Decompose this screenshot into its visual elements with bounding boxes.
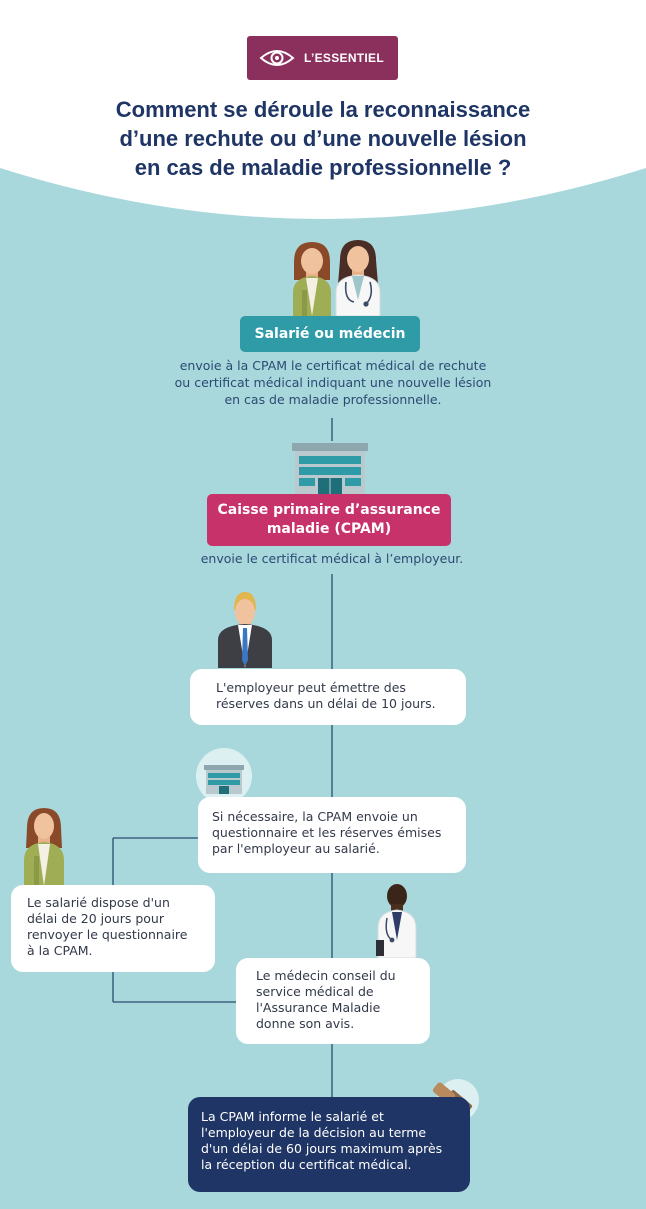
employee-doctor-illustration [293,240,381,317]
card-line: renvoyer le questionnaire [27,927,188,942]
desc-line: ou certificat médical indiquant une nouv… [174,375,492,390]
step-questionnaire-card: Si nécessaire, la CPAM envoie un questio… [198,797,466,873]
step-medical-advisor-card: Le médecin conseil du service médical de… [236,958,430,1044]
card-line: La CPAM informe le salarié et [201,1109,384,1124]
cpam-building-small-icon [196,748,252,804]
header-dome [0,0,646,219]
employee-woman-icon [293,242,331,316]
card-line: Si nécessaire, la CPAM envoie un [212,809,418,824]
title-line: d’une rechute ou d’une nouvelle lésion [119,126,527,151]
eye-icon [259,50,295,66]
desc-line: en cas de maladie professionnelle. [224,392,442,407]
card-line: à la CPAM. [27,943,93,958]
step-employee-or-doctor-description: envoie à la CPAM le certificat médical d… [110,357,556,408]
step-decision-card: La CPAM informe le salarié et l'employeu… [188,1097,470,1192]
cpam-building-icon [292,443,368,494]
doctor-woman-icon [335,240,381,317]
card-line: Le médecin conseil du [256,968,396,983]
card-line: questionnaire et les réserves émises [212,825,442,840]
employer-man-icon [218,592,272,668]
desc-line: envoie à la CPAM le certificat médical d… [179,358,487,373]
step-cpam-label: Caisse primaire d’assurance maladie (CPA… [207,494,451,546]
card-line: Le salarié dispose d'un [27,895,170,910]
step-employee-or-doctor-label: Salarié ou médecin [240,316,420,352]
step-employer-card: L'employeur peut émettre des réserves da… [190,669,466,725]
card-line: l'Assurance Maladie [256,1000,381,1015]
card-line: délai de 20 jours pour [27,911,164,926]
card-line: donne son avis. [256,1016,355,1031]
card-line: l'employeur de la décision au terme [201,1125,427,1140]
step-employee-delay-card: Le salarié dispose d'un délai de 20 jour… [11,885,215,972]
essentiel-badge: L’ESSENTIEL [247,36,398,80]
card-line: la réception du certificat médical. [201,1157,412,1172]
card-line: réserves dans un délai de 10 jours. [216,696,436,711]
employee-woman-left-icon [24,808,64,886]
title-line: en cas de maladie professionnelle ? [134,155,512,180]
doctor-man-icon [376,884,417,959]
card-line: d'un délai de 60 jours maximum après [201,1141,443,1156]
page-title: Comment se déroule la reconnaissance d’u… [70,95,576,182]
card-line: L'employeur peut émettre des [216,680,406,695]
title-line: Comment se déroule la reconnaissance [115,97,531,122]
card-line: service médical de [256,984,374,999]
step-cpam-description: envoie le certificat médical à l’employe… [200,551,464,566]
badge-label: L’ESSENTIEL [304,51,384,65]
card-line: par l'employeur au salarié. [212,841,380,856]
